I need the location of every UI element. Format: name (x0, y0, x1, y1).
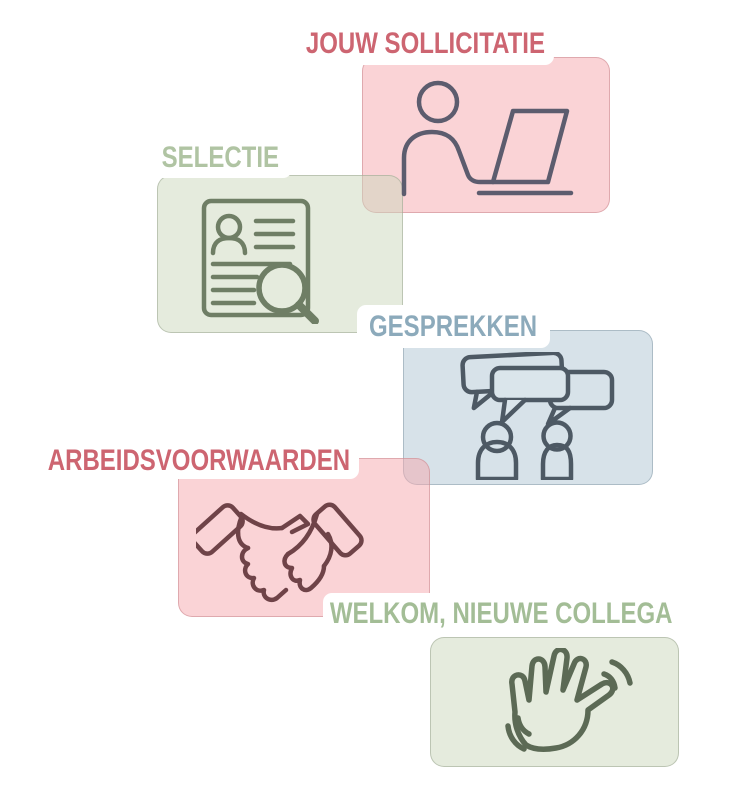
step-label-welkom: WELKOM, NIEUWE COLLEGA (323, 593, 680, 634)
handshake-icon (196, 500, 366, 604)
step-label-arbeidsvoorwaarden: ARBEIDSVOORWAARDEN (38, 443, 359, 479)
chat-people-icon (452, 352, 620, 480)
step-label-text: SELECTIE (161, 141, 280, 174)
step-label-jouw-sollicitatie: JOUW SOLLICITATIE (296, 23, 554, 65)
cv-magnifier-icon (198, 196, 336, 324)
step-label-text: GESPREKKEN (369, 309, 538, 343)
waving-hand-icon (496, 648, 636, 760)
step-label-selectie: SELECTIE (149, 138, 292, 178)
person-laptop-icon (396, 80, 580, 198)
step-label-gesprekken: GESPREKKEN (357, 305, 550, 348)
step-label-text: ARBEIDSVOORWAARDEN (47, 444, 350, 477)
step-label-text: JOUW SOLLICITATIE (305, 27, 545, 60)
step-label-text: WELKOM, NIEUWE COLLEGA (330, 596, 673, 630)
